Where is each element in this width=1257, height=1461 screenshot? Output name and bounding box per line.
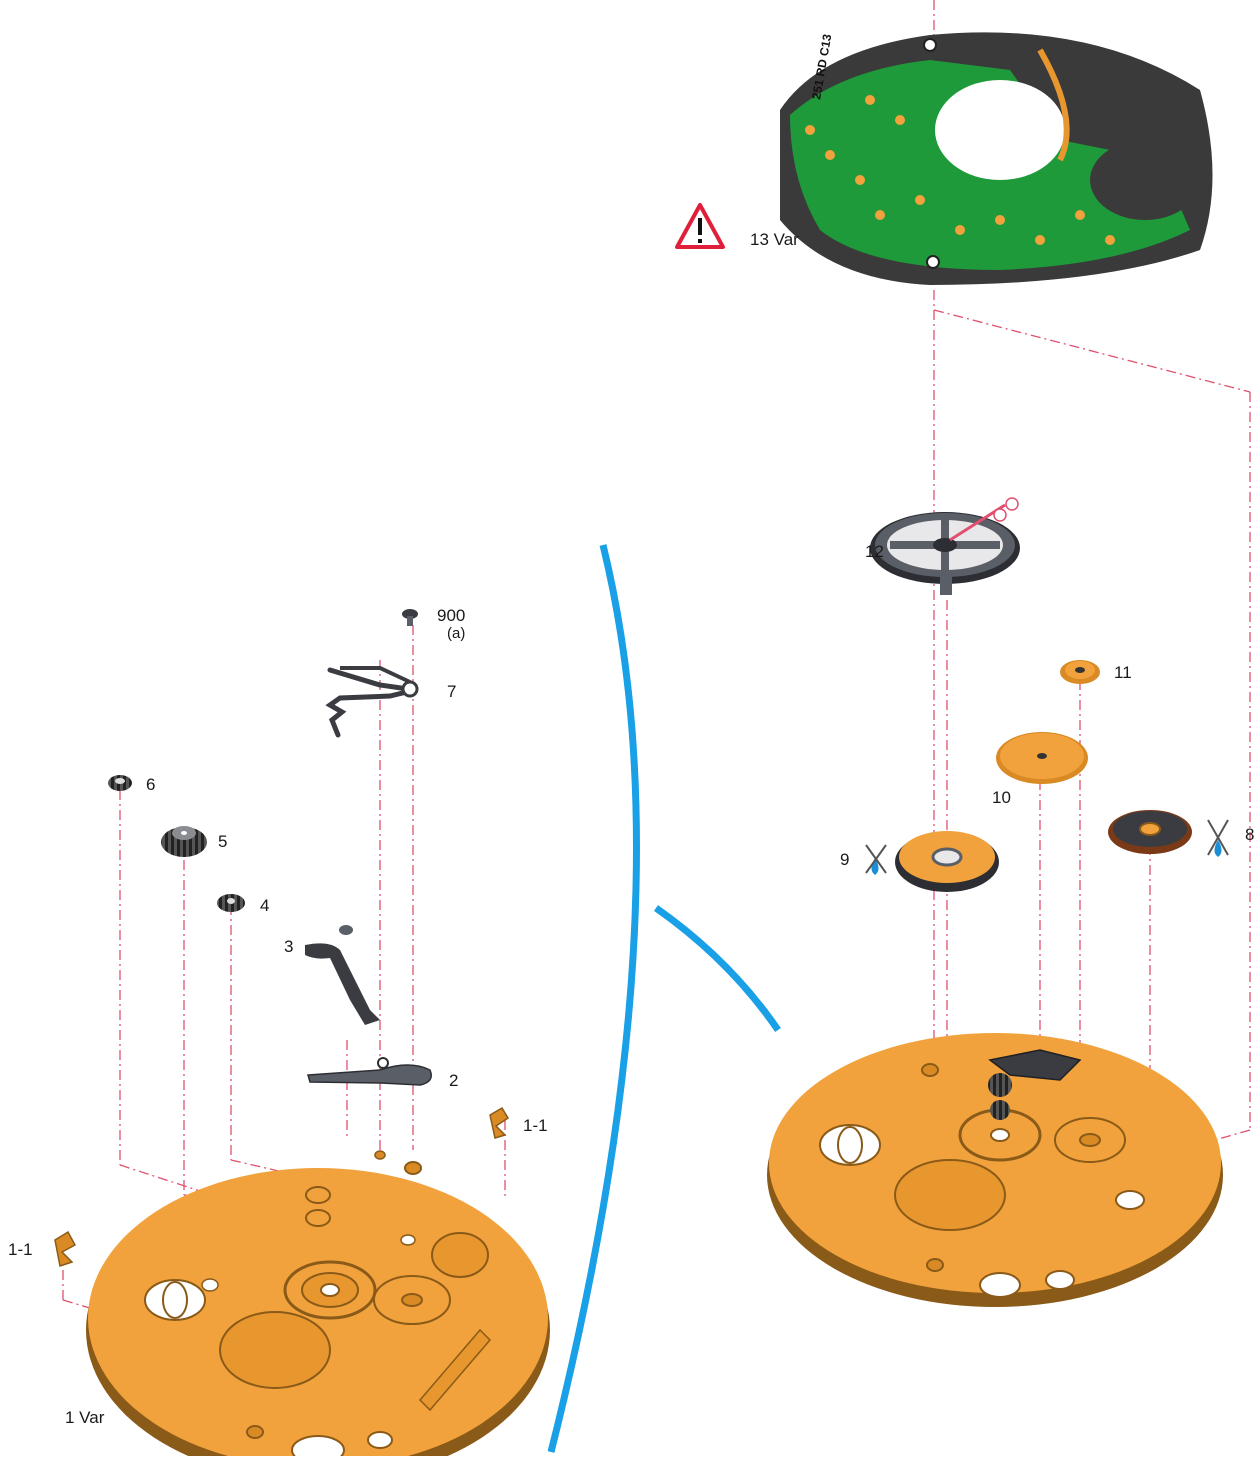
part-10-wheel	[996, 732, 1088, 784]
part-11-pinion	[1060, 660, 1100, 684]
part-8-wheel	[1108, 810, 1192, 854]
divider-branch-arc	[653, 905, 781, 1032]
part-7-spring	[325, 666, 419, 738]
main-plate-right	[767, 1033, 1223, 1307]
label-part-2: 2	[449, 1071, 459, 1090]
label-part-9: 9	[840, 850, 850, 869]
label-part-1-1-right: 1-1	[523, 1116, 548, 1135]
warning-triangle-icon	[675, 203, 725, 249]
pcb-module: 251 RD C13	[780, 32, 1213, 286]
oiler-tool-icon	[949, 497, 1019, 542]
part-6-pinion	[108, 775, 132, 791]
label-part-7: 7	[447, 682, 457, 701]
label-part-5: 5	[218, 832, 228, 851]
part-5-wheel	[161, 826, 207, 857]
label-part-13: 13 Var	[750, 230, 799, 249]
label-part-6: 6	[146, 775, 156, 794]
part-3-lever	[305, 925, 380, 1025]
label-part-1: 1 Var	[65, 1408, 105, 1427]
no-oil-drop-icon	[1207, 819, 1229, 857]
label-part-1-1-left: 1-1	[8, 1240, 33, 1259]
label-part-12: 12	[865, 542, 884, 561]
divider-arc	[547, 544, 640, 1453]
main-plate-left	[86, 1150, 550, 1461]
label-part-3: 3	[284, 937, 294, 956]
label-part-900: 900	[437, 606, 466, 625]
part-1-1-right-clip	[489, 1106, 510, 1139]
part-12-wheel	[870, 512, 1020, 595]
part-9-wheel	[895, 831, 999, 892]
part-4-pinion	[217, 894, 245, 912]
part-1-1-left-clip	[54, 1230, 77, 1267]
label-part-900-sub: (a)	[447, 625, 466, 642]
no-oil-drop-icon	[865, 844, 887, 875]
label-part-11: 11	[1114, 663, 1132, 682]
label-part-4: 4	[260, 896, 270, 915]
label-part-8: 8	[1245, 825, 1255, 844]
label-part-10: 10	[992, 788, 1011, 807]
part-900-screw	[402, 609, 418, 626]
part-2-lever	[307, 1057, 432, 1086]
